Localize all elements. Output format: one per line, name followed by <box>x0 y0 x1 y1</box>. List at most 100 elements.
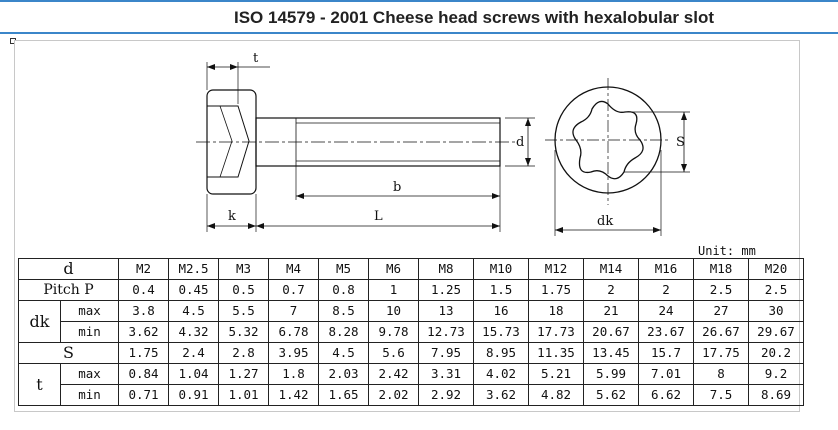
s-cell: 2.8 <box>218 342 269 364</box>
dim-label-t: t <box>253 51 259 66</box>
t-max-cell: 5.99 <box>583 363 639 385</box>
row-label-d: d <box>18 258 119 280</box>
sub-label-max: max <box>60 363 119 385</box>
slot-recess <box>207 105 250 178</box>
t-max-cell: 0.84 <box>118 363 169 385</box>
s-cell: 20.2 <box>748 342 804 364</box>
dk-max-cell: 18 <box>528 300 584 322</box>
s-cell: 17.75 <box>693 342 749 364</box>
dk-max-cell: 3.8 <box>118 300 169 322</box>
s-cell: 1.75 <box>118 342 169 364</box>
size-cell: M18 <box>693 258 749 280</box>
size-cell: M16 <box>638 258 694 280</box>
pitch-cell: 1 <box>368 279 419 301</box>
t-min-cell: 0.71 <box>118 384 169 406</box>
sub-label-max: max <box>60 300 119 322</box>
size-cell: M20 <box>748 258 804 280</box>
pitch-cell: 2 <box>583 279 639 301</box>
s-cell: 15.7 <box>638 342 694 364</box>
dk-max-cell: 13 <box>418 300 474 322</box>
size-cell: M2.5 <box>168 258 219 280</box>
dim-label-L: L <box>374 209 383 224</box>
dk-min-cell: 3.62 <box>118 321 169 343</box>
dim-label-k: k <box>228 209 236 224</box>
t-max-cell: 9.2 <box>748 363 804 385</box>
dk-min-cell: 20.67 <box>583 321 639 343</box>
dk-max-cell: 5.5 <box>218 300 269 322</box>
t-min-cell: 8.69 <box>748 384 804 406</box>
dk-max-cell: 24 <box>638 300 694 322</box>
s-cell: 4.5 <box>318 342 369 364</box>
s-cell: 2.4 <box>168 342 219 364</box>
row-label-t: t <box>18 363 61 406</box>
dk-min-cell: 8.28 <box>318 321 369 343</box>
dk-max-cell: 8.5 <box>318 300 369 322</box>
t-max-cell: 1.27 <box>218 363 269 385</box>
t-min-cell: 4.82 <box>528 384 584 406</box>
pitch-cell: 0.5 <box>218 279 269 301</box>
t-min-cell: 3.62 <box>473 384 529 406</box>
dim-label-dk: dk <box>597 214 613 229</box>
t-min-cell: 7.5 <box>693 384 749 406</box>
t-min-cell: 1.65 <box>318 384 369 406</box>
dk-min-cell: 5.32 <box>218 321 269 343</box>
dk-max-cell: 10 <box>368 300 419 322</box>
pitch-cell: 2.5 <box>693 279 749 301</box>
t-min-cell: 1.01 <box>218 384 269 406</box>
title-bar: ISO 14579 - 2001 Cheese head screws with… <box>0 0 838 34</box>
dk-min-cell: 4.32 <box>168 321 219 343</box>
hexalobular-slot <box>572 100 644 180</box>
dim-label-d: d <box>516 135 524 150</box>
dk-min-cell: 23.67 <box>638 321 694 343</box>
t-max-cell: 3.31 <box>418 363 474 385</box>
pitch-cell: 2.5 <box>748 279 804 301</box>
t-min-cell: 2.92 <box>418 384 474 406</box>
t-min-cell: 0.91 <box>168 384 219 406</box>
t-min-cell: 5.62 <box>583 384 639 406</box>
t-max-cell: 1.04 <box>168 363 219 385</box>
pitch-cell: 1.25 <box>418 279 474 301</box>
pitch-cell: 0.4 <box>118 279 169 301</box>
t-max-cell: 4.02 <box>473 363 529 385</box>
dk-max-cell: 4.5 <box>168 300 219 322</box>
dk-max-cell: 7 <box>268 300 319 322</box>
dk-max-cell: 27 <box>693 300 749 322</box>
dk-min-cell: 26.67 <box>693 321 749 343</box>
sub-label-min: min <box>60 384 119 406</box>
dk-min-cell: 9.78 <box>368 321 419 343</box>
size-cell: M3 <box>218 258 269 280</box>
s-cell: 5.6 <box>368 342 419 364</box>
dk-max-cell: 16 <box>473 300 529 322</box>
size-cell: M12 <box>528 258 584 280</box>
pitch-cell: 1.75 <box>528 279 584 301</box>
pitch-cell: 0.45 <box>168 279 219 301</box>
t-max-cell: 1.8 <box>268 363 319 385</box>
pitch-cell: 0.7 <box>268 279 319 301</box>
dk-max-cell: 21 <box>583 300 639 322</box>
page-title: ISO 14579 - 2001 Cheese head screws with… <box>234 8 714 27</box>
sub-label-min: min <box>60 321 119 343</box>
dk-min-cell: 29.67 <box>748 321 804 343</box>
dk-min-cell: 15.73 <box>473 321 529 343</box>
s-cell: 11.35 <box>528 342 584 364</box>
pitch-cell: 2 <box>638 279 694 301</box>
row-label-pitch: Pitch P <box>18 279 119 301</box>
size-cell: M10 <box>473 258 529 280</box>
row-label-dk: dk <box>18 300 61 343</box>
dk-min-cell: 6.78 <box>268 321 319 343</box>
t-max-cell: 2.42 <box>368 363 419 385</box>
t-min-cell: 6.62 <box>638 384 694 406</box>
t-max-cell: 8 <box>693 363 749 385</box>
t-min-cell: 2.02 <box>368 384 419 406</box>
s-cell: 3.95 <box>268 342 319 364</box>
pitch-cell: 1.5 <box>473 279 529 301</box>
size-cell: M8 <box>418 258 474 280</box>
